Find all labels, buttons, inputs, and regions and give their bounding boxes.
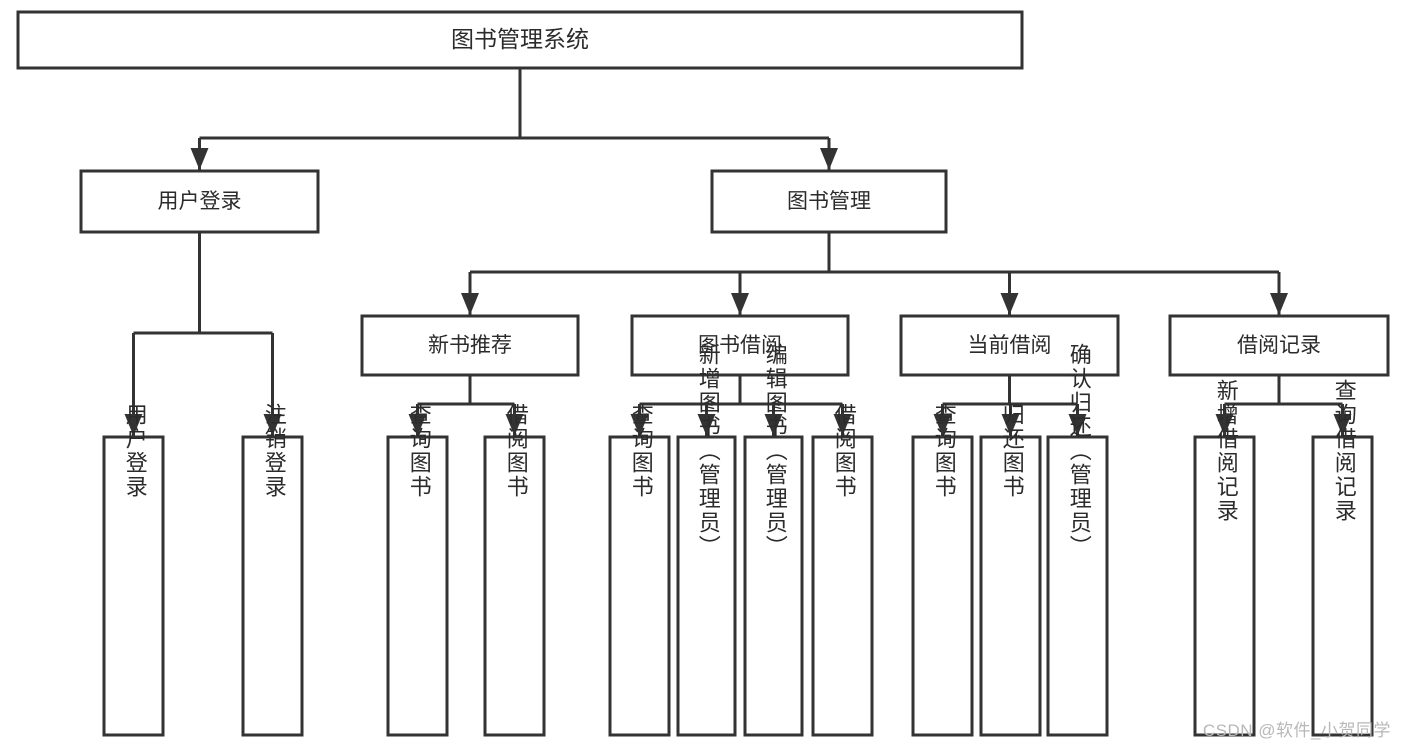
node-box-leaf-logout <box>241 435 304 737</box>
arrow-head-icon <box>731 293 749 315</box>
node-root[interactable]: 图书管理系统 <box>16 10 1024 70</box>
arrow-head-icon <box>1215 414 1234 436</box>
node-user-login[interactable]: 用户登录 <box>79 169 320 234</box>
node-label-book-borrow: 图书借阅 <box>698 334 782 357</box>
arrow-head-icon <box>820 148 838 170</box>
node-box-book-borrow <box>630 314 850 377</box>
node-label-new-book-rec: 新书推荐 <box>428 334 512 357</box>
node-box-leaf-query-book-3 <box>911 435 974 737</box>
node-label-leaf-logout: 注销登录 <box>262 403 287 499</box>
arrow-head-icon <box>1270 293 1288 315</box>
node-layer: 图书管理系统用户登录图书管理新书推荐图书借阅当前借阅借阅记录用户登录注销登录查询… <box>16 10 1390 737</box>
node-leaf-user-login[interactable]: 用户登录 <box>102 403 165 737</box>
node-label-leaf-edit-book: 编辑图书（管理员） <box>763 343 788 559</box>
node-new-book-rec[interactable]: 新书推荐 <box>360 314 580 377</box>
node-label-leaf-query-book-1: 查询图书 <box>407 403 432 499</box>
node-box-root <box>16 10 1024 70</box>
node-label-leaf-user-login: 用户登录 <box>123 403 148 499</box>
node-box-leaf-borrow-book-1 <box>483 435 546 737</box>
node-leaf-logout[interactable]: 注销登录 <box>241 403 304 737</box>
node-leaf-borrow-book-1[interactable]: 借阅图书 <box>483 403 546 737</box>
node-book-manage[interactable]: 图书管理 <box>710 169 948 234</box>
node-box-leaf-user-login <box>102 435 165 737</box>
arrow-head-icon <box>630 414 649 436</box>
arrow-head-icon <box>833 414 852 436</box>
node-box-leaf-query-record <box>1311 435 1374 737</box>
node-leaf-edit-book[interactable]: 编辑图书（管理员） <box>743 343 804 737</box>
node-box-leaf-return-book <box>979 435 1042 737</box>
arrow-head-icon <box>1068 414 1087 436</box>
node-box-leaf-confirm-return <box>1046 435 1109 737</box>
arrow-head-icon <box>408 414 427 436</box>
node-label-leaf-return-book: 归还图书 <box>1000 403 1025 499</box>
arrow-head-icon <box>124 414 143 436</box>
arrow-head-icon <box>190 148 209 170</box>
node-label-root: 图书管理系统 <box>451 26 589 52</box>
node-label-leaf-borrow-book-2: 借阅图书 <box>832 403 857 499</box>
arrow-head-icon <box>1000 293 1019 315</box>
node-leaf-add-record[interactable]: 新增借阅记录 <box>1193 379 1256 737</box>
node-leaf-query-book-2[interactable]: 查询图书 <box>608 403 671 737</box>
arrow-head-icon <box>697 414 716 436</box>
node-box-leaf-add-book <box>676 435 737 737</box>
node-box-book-manage <box>710 169 948 234</box>
node-leaf-borrow-book-2[interactable]: 借阅图书 <box>811 403 874 737</box>
arrow-head-icon <box>1333 414 1352 436</box>
node-box-new-book-rec <box>360 314 580 377</box>
node-label-leaf-add-book: 新增图书（管理员） <box>696 343 721 559</box>
node-leaf-query-book-1[interactable]: 查询图书 <box>386 403 449 737</box>
arrow-head-icon <box>933 414 952 436</box>
node-label-leaf-query-book-3: 查询图书 <box>932 403 957 499</box>
node-leaf-confirm-return[interactable]: 确认归还（管理员） <box>1046 343 1109 737</box>
node-label-user-login: 用户登录 <box>158 190 242 213</box>
node-box-borrow-record <box>1168 314 1390 377</box>
node-box-user-login <box>79 169 320 234</box>
connector-layer <box>124 68 1352 436</box>
node-label-leaf-confirm-return: 确认归还（管理员） <box>1067 343 1092 559</box>
node-label-leaf-query-book-2: 查询图书 <box>629 403 654 499</box>
node-box-leaf-edit-book <box>743 435 804 737</box>
arrow-head-icon <box>1001 414 1020 436</box>
node-label-leaf-add-record: 新增借阅记录 <box>1214 379 1239 523</box>
node-label-leaf-borrow-book-1: 借阅图书 <box>504 403 529 499</box>
node-label-book-manage: 图书管理 <box>787 190 871 213</box>
node-box-leaf-query-book-1 <box>386 435 449 737</box>
node-box-leaf-query-book-2 <box>608 435 671 737</box>
node-label-leaf-query-record: 查询借阅记录 <box>1332 379 1357 523</box>
arrow-head-icon <box>764 414 783 436</box>
node-leaf-return-book[interactable]: 归还图书 <box>979 403 1042 737</box>
arrow-head-icon <box>505 414 524 436</box>
node-label-borrow-record: 借阅记录 <box>1237 334 1321 357</box>
node-box-leaf-borrow-book-2 <box>811 435 874 737</box>
node-borrow-record[interactable]: 借阅记录 <box>1168 314 1390 377</box>
node-current-borrow[interactable]: 当前借阅 <box>899 314 1120 377</box>
node-box-current-borrow <box>899 314 1120 377</box>
node-leaf-query-record[interactable]: 查询借阅记录 <box>1311 379 1374 737</box>
arrow-head-icon <box>461 293 479 315</box>
node-box-leaf-add-record <box>1193 435 1256 737</box>
node-leaf-add-book[interactable]: 新增图书（管理员） <box>676 343 737 737</box>
node-label-current-borrow: 当前借阅 <box>968 334 1052 357</box>
node-book-borrow[interactable]: 图书借阅 <box>630 314 850 377</box>
node-leaf-query-book-3[interactable]: 查询图书 <box>911 403 974 737</box>
arrow-head-icon <box>263 414 282 436</box>
